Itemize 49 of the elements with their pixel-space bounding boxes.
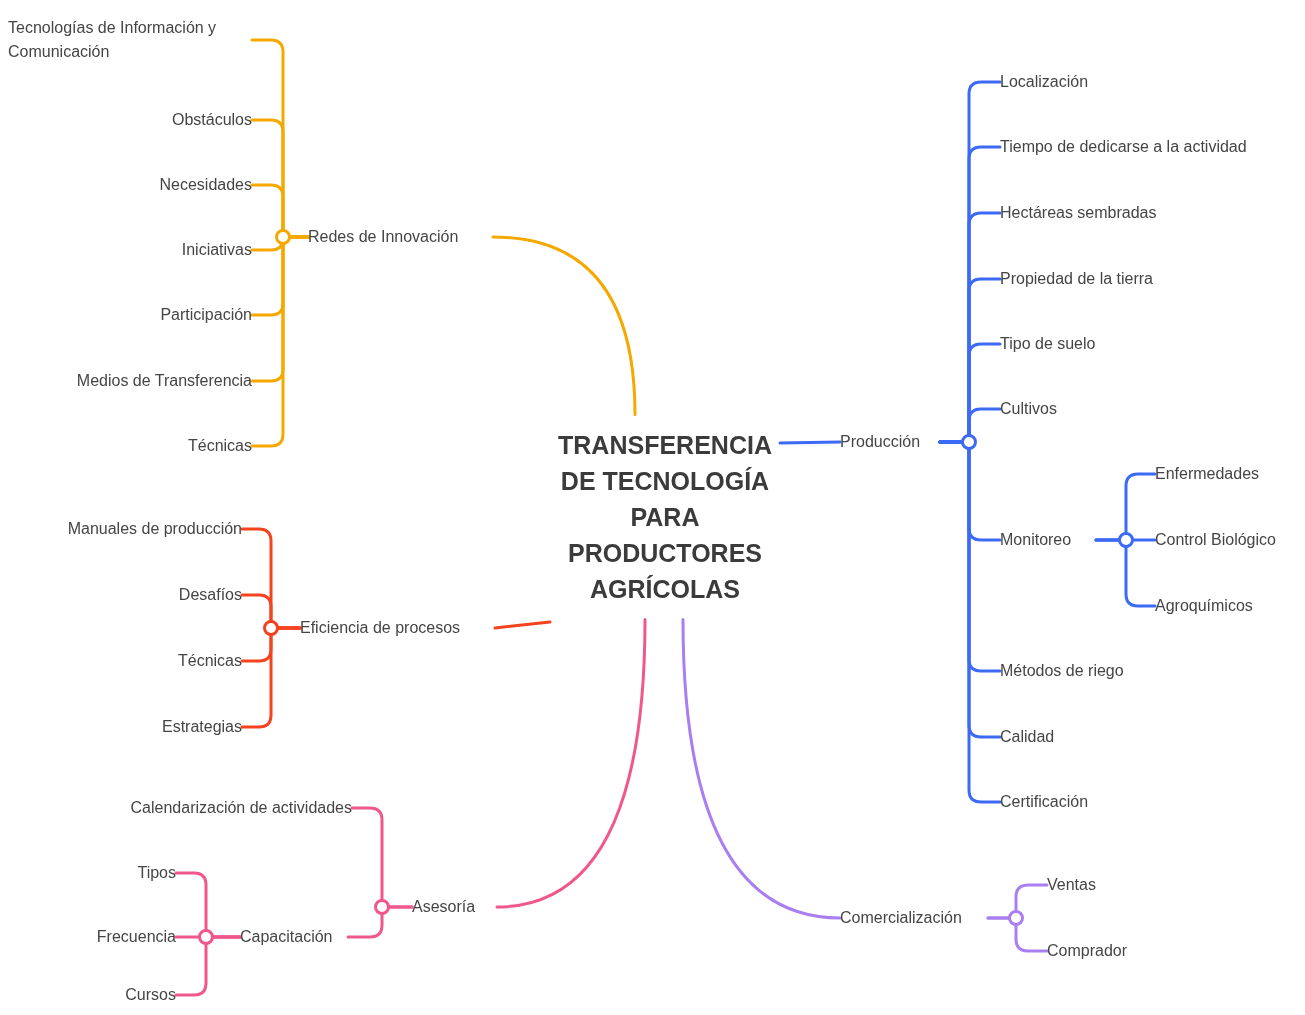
topic-label: Desafíos bbox=[178, 585, 242, 605]
topic-label: Medios de Transferencia bbox=[76, 371, 252, 391]
topic-label: Cultivos bbox=[1000, 399, 1057, 419]
topic-label: Estrategias bbox=[161, 717, 242, 737]
connector-line bbox=[240, 626, 302, 729]
topic-label: Agroquímicos bbox=[1155, 596, 1253, 616]
topic-label: Control Biológico bbox=[1155, 530, 1276, 550]
topic-label: Eficiencia de procesos bbox=[300, 618, 461, 638]
topic-label: Calidad bbox=[1000, 727, 1055, 747]
connector-line bbox=[681, 618, 842, 920]
topic-label: Frecuencia bbox=[96, 927, 176, 947]
topic-label: Producción bbox=[840, 432, 921, 452]
topic-label: Comercialización bbox=[840, 908, 962, 928]
topic-label: Métodos de riego bbox=[1000, 661, 1124, 681]
topic-label: Tecnologías de Información y Comunicación bbox=[8, 18, 218, 62]
connector-line bbox=[174, 935, 242, 997]
topic-label: Certificación bbox=[1000, 792, 1089, 812]
topic-label: Calendarización de actividades bbox=[130, 798, 352, 818]
connector-line bbox=[346, 905, 414, 939]
connector-line bbox=[938, 440, 1002, 804]
topic-label: Localización bbox=[1000, 72, 1089, 92]
central-topic: TRANSFERENCIA DE TECNOLOGÍA PARA PRODUCTORES AGRÍCOLAS bbox=[557, 430, 773, 605]
topic-label: Comprador bbox=[1047, 941, 1128, 961]
connector-line bbox=[1094, 538, 1157, 608]
connector-line bbox=[250, 235, 310, 448]
topic-label: Cursos bbox=[125, 985, 176, 1005]
topic-label: Tipos bbox=[137, 863, 176, 883]
topic-label: Tipo de suelo bbox=[1000, 334, 1096, 354]
connector-line bbox=[778, 440, 842, 445]
connector-line bbox=[491, 235, 637, 416]
connector-line bbox=[986, 916, 1049, 953]
topic-label: Redes de Innovación bbox=[308, 227, 459, 247]
topic-label: Tiempo de dedicarse a la actividad bbox=[1000, 137, 1247, 157]
topic-label: Técnicas bbox=[187, 436, 252, 456]
topic-label: Hectáreas sembradas bbox=[1000, 203, 1157, 223]
topic-label: Asesoría bbox=[412, 897, 476, 917]
topic-label: Capacitación bbox=[240, 927, 333, 947]
topic-label: Ventas bbox=[1047, 875, 1096, 895]
topic-label: Propiedad de la tierra bbox=[1000, 269, 1153, 289]
topic-label: Técnicas bbox=[177, 651, 242, 671]
topic-label: Enfermedades bbox=[1155, 464, 1260, 484]
topic-label: Manuales de producción bbox=[67, 519, 242, 539]
topic-label: Necesidades bbox=[159, 175, 252, 195]
connector-line bbox=[493, 620, 552, 630]
topic-label: Obstáculos bbox=[171, 110, 252, 130]
topic-label: Monitoreo bbox=[1000, 530, 1072, 550]
connector-line bbox=[495, 618, 647, 909]
topic-label: Iniciativas bbox=[181, 240, 252, 260]
topic-label: Participación bbox=[160, 305, 252, 325]
